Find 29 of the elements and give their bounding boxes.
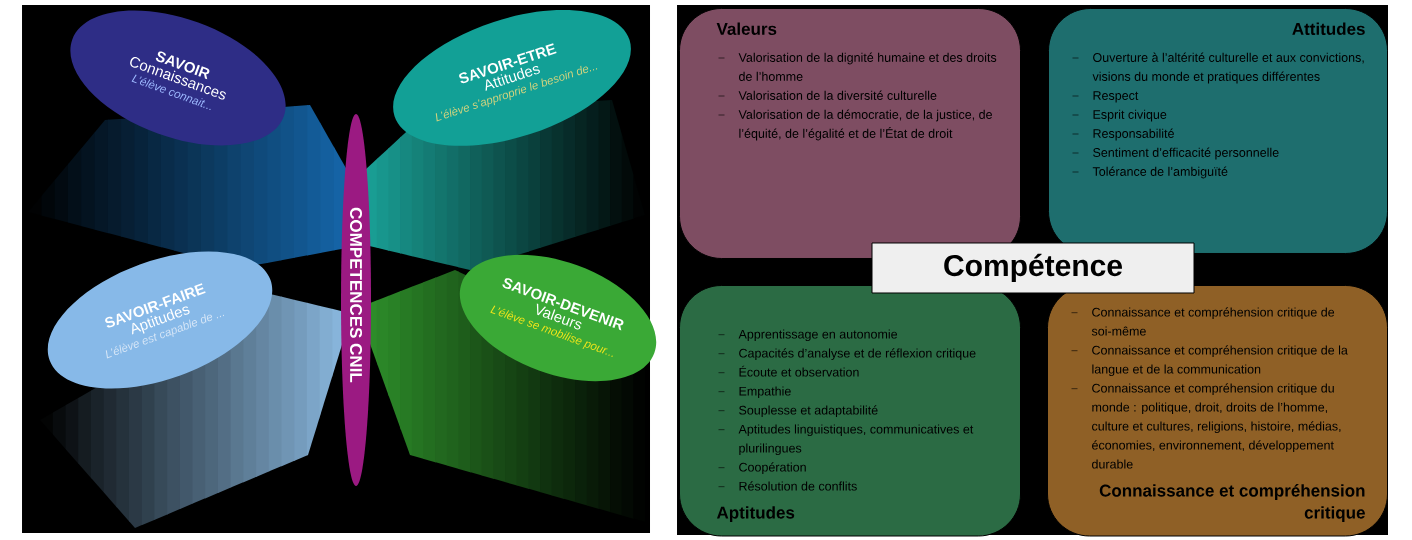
list-item: Écoute et observation	[718, 365, 859, 377]
list-item: Connaissance et compréhension critique de soi-même	[1071, 307, 1335, 336]
list-item: Coopération	[718, 462, 806, 475]
list-item: Respect	[1072, 91, 1139, 103]
list-item: Aptitudes linguistiques, communicatives et plurilingues	[718, 424, 974, 456]
list-item: Responsabilité	[1072, 128, 1174, 141]
list-item: Valorisation de la démocratie, de la justice, de l’équité, de l’égalité et de l’État de droit	[718, 109, 992, 141]
rounded-box	[679, 285, 1021, 537]
list-item: Empathie	[718, 386, 791, 399]
list-item: Sentiment d’efficacité personnelle	[1072, 147, 1279, 160]
list-item: Valorisation de la dignité humaine et des droits de l’homme	[718, 52, 997, 81]
list-item: Connaissance et compréhension critique de la langue et de la communication	[1071, 345, 1348, 377]
vertical-label: COMPETENCES CNIL	[350, 207, 363, 383]
list-item: Tolérance de l’ambiguïté	[1072, 166, 1228, 179]
box-heading: Aptitudes	[716, 506, 795, 522]
box-heading: Connaissance et compréhension critique	[1099, 484, 1365, 522]
title-box: Compétence	[871, 242, 1195, 294]
list-item: Esprit civique	[1072, 109, 1167, 122]
rounded-box	[1048, 8, 1388, 254]
list-item: Souplesse et adaptabilité	[718, 405, 878, 418]
list-item: Connaissance et compréhension critique du monde : politique, droit, droits de l’homme, culture et cultures, religions, histoire, médias, économies, environnement, développement durable	[1071, 383, 1341, 469]
list-item: Résolution de conflits	[718, 481, 857, 491]
box-heading: Attitudes	[1292, 22, 1365, 35]
rounded-box	[1047, 285, 1388, 537]
list-item: Apprentissage en autonomie	[718, 329, 898, 342]
list-item: Ouverture à l’altérité culturelle et aux convictions, visions du monde et pratiques différentes	[1072, 52, 1364, 84]
box-heading: Valeurs	[716, 22, 777, 35]
list-item: Capacités d’analyse et de réflexion critique	[718, 348, 976, 361]
list-item: Valorisation de la diversité culturelle	[718, 90, 937, 100]
